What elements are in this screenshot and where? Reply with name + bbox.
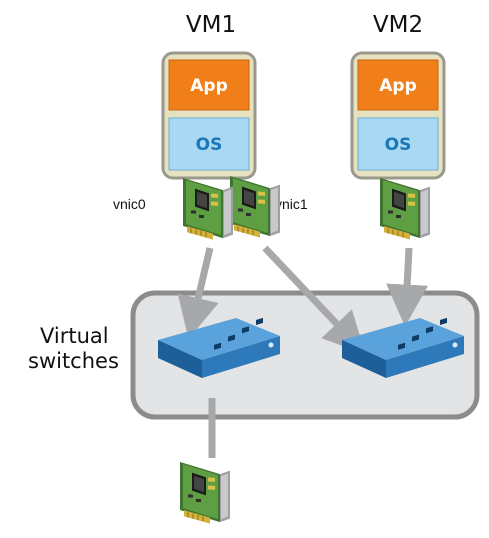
vm2-app-label: App	[379, 76, 417, 96]
vm1-os-layer	[168, 117, 250, 171]
vm1-app-layer	[168, 59, 250, 111]
vnic0-card	[182, 177, 234, 242]
arrow-vnic0-to-switch1	[177, 247, 219, 340]
virtual-switches-label-line1: Virtual	[40, 324, 109, 348]
vm2-nic-card	[379, 177, 431, 242]
vm1-os-label: OS	[196, 135, 223, 155]
vm2-os-layer	[357, 117, 439, 171]
physical-nic-card	[179, 461, 231, 526]
vnic1-card	[229, 175, 281, 240]
vnic0-label: vnic0	[113, 196, 146, 212]
vm2-title: VM2	[373, 12, 423, 38]
virtual-switches-label-line2: switches	[28, 349, 119, 373]
vm2-app-layer	[357, 59, 439, 111]
arrow-vm2-nic-to-switch2	[386, 247, 429, 327]
vm2-os-label: OS	[385, 135, 412, 155]
vnic1-label: vnic1	[275, 196, 308, 212]
arrow-vnic1-to-switch2	[262, 245, 366, 355]
vm1-title: VM1	[186, 12, 236, 38]
vm1-app-label: App	[190, 76, 228, 96]
